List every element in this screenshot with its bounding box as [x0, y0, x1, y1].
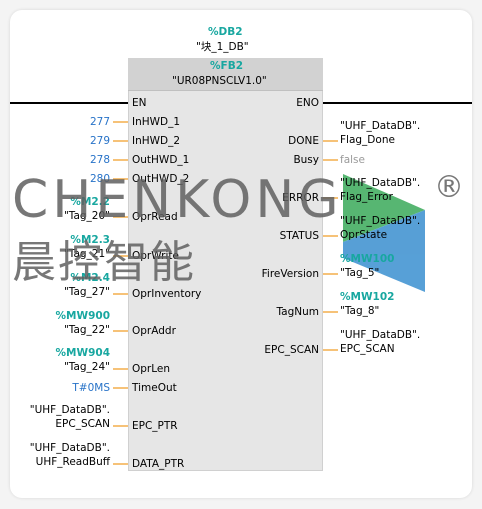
input-dataptr-db[interactable]: "UHF_DataDB".: [29, 442, 110, 454]
pin-oprwrite: OprWrite: [132, 250, 179, 262]
output-done-member[interactable]: Flag_Done: [340, 134, 395, 146]
pin-inhwd2: InHWD_2: [132, 135, 181, 147]
pin-outhwd2: OutHWD_2: [132, 173, 190, 185]
pin-eno: ENO: [296, 97, 319, 109]
output-tagnum-address[interactable]: %MW102: [340, 291, 395, 303]
input-inhwd1-value[interactable]: 277: [89, 116, 110, 128]
output-busy-value[interactable]: false: [340, 154, 365, 166]
input-outhwd2-value[interactable]: 280: [89, 173, 110, 185]
output-error-member[interactable]: Flag_Error: [340, 191, 393, 203]
output-epcscan-db[interactable]: "UHF_DataDB".: [340, 329, 421, 341]
input-oprinventory-tag[interactable]: "Tag_27": [63, 286, 110, 298]
pin-timeout: TimeOut: [132, 382, 177, 394]
pin-tagnum: TagNum: [276, 306, 319, 318]
output-fireversion-tag[interactable]: "Tag_5": [340, 267, 380, 279]
pin-fireversion: FireVersion: [261, 268, 319, 280]
output-status-db[interactable]: "UHF_DataDB".: [340, 215, 421, 227]
pin-opraddr: OprAddr: [132, 325, 176, 337]
pin-inhwd1: InHWD_1: [132, 116, 181, 128]
input-oprlen-address[interactable]: %MW904: [55, 347, 110, 359]
input-epcptr-db[interactable]: "UHF_DataDB".: [29, 404, 110, 416]
output-done-db[interactable]: "UHF_DataDB".: [340, 120, 421, 132]
output-fireversion-address[interactable]: %MW100: [340, 253, 395, 265]
pin-busy: Busy: [293, 154, 319, 166]
output-status-member[interactable]: OprState: [340, 229, 388, 241]
pin-outhwd1: OutHWD_1: [132, 154, 190, 166]
input-epcptr-member[interactable]: EPC_SCAN: [55, 418, 110, 430]
input-dataptr-member[interactable]: UHF_ReadBuff: [35, 456, 110, 468]
function-block-header: [128, 58, 323, 91]
pin-oprinventory: OprInventory: [132, 288, 202, 300]
pin-done: DONE: [288, 135, 319, 147]
input-timeout-value[interactable]: T#0MS: [72, 382, 110, 394]
input-opraddr-address[interactable]: %MW900: [55, 310, 110, 322]
pin-oprread: OprRead: [132, 211, 178, 223]
brand-logo-mark: [343, 174, 425, 292]
input-oprinventory-address[interactable]: %M2.4: [70, 272, 110, 284]
input-oprlen-tag[interactable]: "Tag_24": [63, 361, 110, 373]
input-opraddr-tag[interactable]: "Tag_22": [63, 324, 110, 336]
pin-en: EN: [132, 97, 147, 109]
pin-status: STATUS: [279, 230, 319, 242]
pin-dataptr: DATA_PTR: [132, 458, 185, 470]
pin-epcptr: EPC_PTR: [132, 420, 178, 432]
output-tagnum-tag[interactable]: "Tag_8": [340, 305, 380, 317]
fb-number: %FB2: [210, 60, 244, 72]
input-oprread-tag[interactable]: "Tag_20": [63, 210, 110, 222]
input-oprread-address[interactable]: %M2.2: [70, 196, 110, 208]
input-oprwrite-address[interactable]: %M2.3: [70, 234, 110, 246]
pin-error: ERROR: [282, 192, 319, 204]
input-inhwd2-value[interactable]: 279: [89, 135, 110, 147]
pin-oprlen: OprLen: [132, 363, 171, 375]
input-outhwd1-value[interactable]: 278: [89, 154, 110, 166]
db-number: %DB2: [208, 26, 243, 38]
pin-epcscan: EPC_SCAN: [264, 344, 319, 356]
output-error-db[interactable]: "UHF_DataDB".: [340, 177, 421, 189]
db-name: "块_1_DB": [196, 41, 249, 53]
output-epcscan-member[interactable]: EPC_SCAN: [340, 343, 395, 355]
fb-name: "UR08PNSCLV1.0": [172, 75, 267, 87]
input-oprwrite-tag[interactable]: "Tag_21": [63, 248, 110, 260]
function-block[interactable]: [128, 58, 323, 471]
